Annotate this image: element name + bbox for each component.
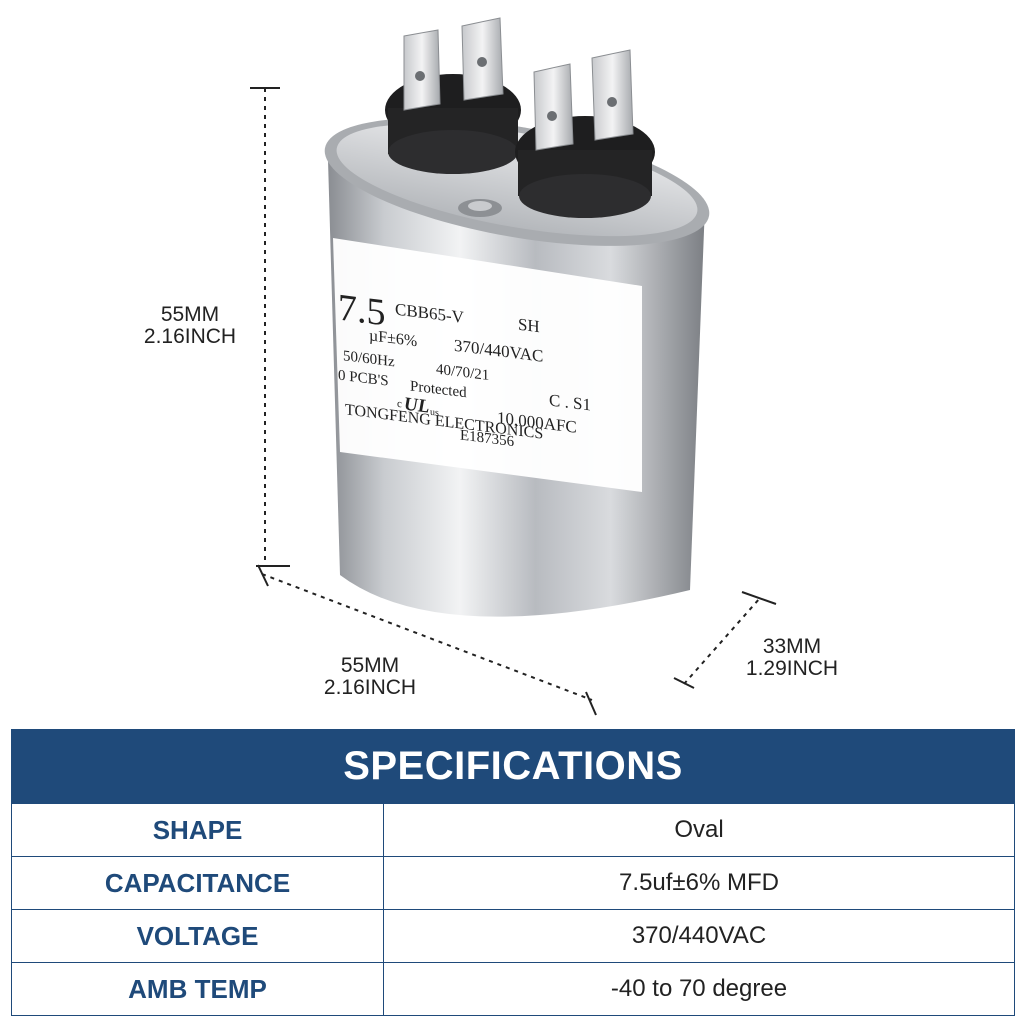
label-ul-c: c [397,398,402,411]
terminal-right [515,49,655,218]
height-inch: 2.16INCH [143,325,237,348]
length-dimension: 55MM 2.16INCH [310,655,430,699]
spec-value: -40 to 70 degree [610,975,788,1002]
length-mm: 55MM [340,654,400,677]
spec-key: AMB TEMP [12,963,384,1015]
specifications-title: SPECIFICATIONS [12,730,1014,803]
spec-key: CAPACITANCE [12,857,384,909]
svg-text:UL: UL [404,394,429,418]
capacitor-label: 7.5 CBB65-V SH µF±6% 370/440VAC 50/60Hz … [333,238,642,492]
spec-row: VOLTAGE 370/440VAC [12,909,1014,962]
spec-key: SHAPE [12,804,384,856]
label-protected: Protected [410,378,467,401]
spec-value: Oval [674,816,724,843]
label-sh: SH [518,315,540,337]
label-pcb: 0 PCB'S [338,368,389,390]
capacitor-illustration: 7.5 CBB65-V SH µF±6% 370/440VAC 50/60Hz … [250,17,777,716]
spec-value: 7.5uf±6% MFD [619,869,779,896]
depth-dimension: 33MM 1.29INCH [730,636,854,680]
depth-mm: 33MM [762,635,822,658]
depth-inch: 1.29INCH [745,657,839,680]
spec-row: SHAPE Oval [12,803,1014,856]
dimension-lines [250,87,777,716]
height-dimension: 55MM 2.16INCH [130,304,250,348]
height-mm: 55MM [160,303,220,326]
label-frequency: 50/60Hz [343,348,395,370]
terminal-left [385,17,521,174]
spec-row: AMB TEMP -40 to 70 degree [12,962,1014,1015]
spec-value: 370/440VAC [631,922,767,949]
spec-row: CAPACITANCE 7.5uf±6% MFD [12,856,1014,909]
specifications-table: SPECIFICATIONS SHAPE Oval CAPACITANCE 7.… [11,729,1015,1016]
label-tolerance: µF±6% [369,327,417,350]
label-climate: 40/70/21 [436,362,489,384]
length-inch: 2.16INCH [323,676,417,699]
spec-key: VOLTAGE [12,910,384,962]
label-value: 7.5 [338,287,385,335]
label-cert: E187356 [460,428,515,451]
label-ul-us: us [430,407,439,419]
